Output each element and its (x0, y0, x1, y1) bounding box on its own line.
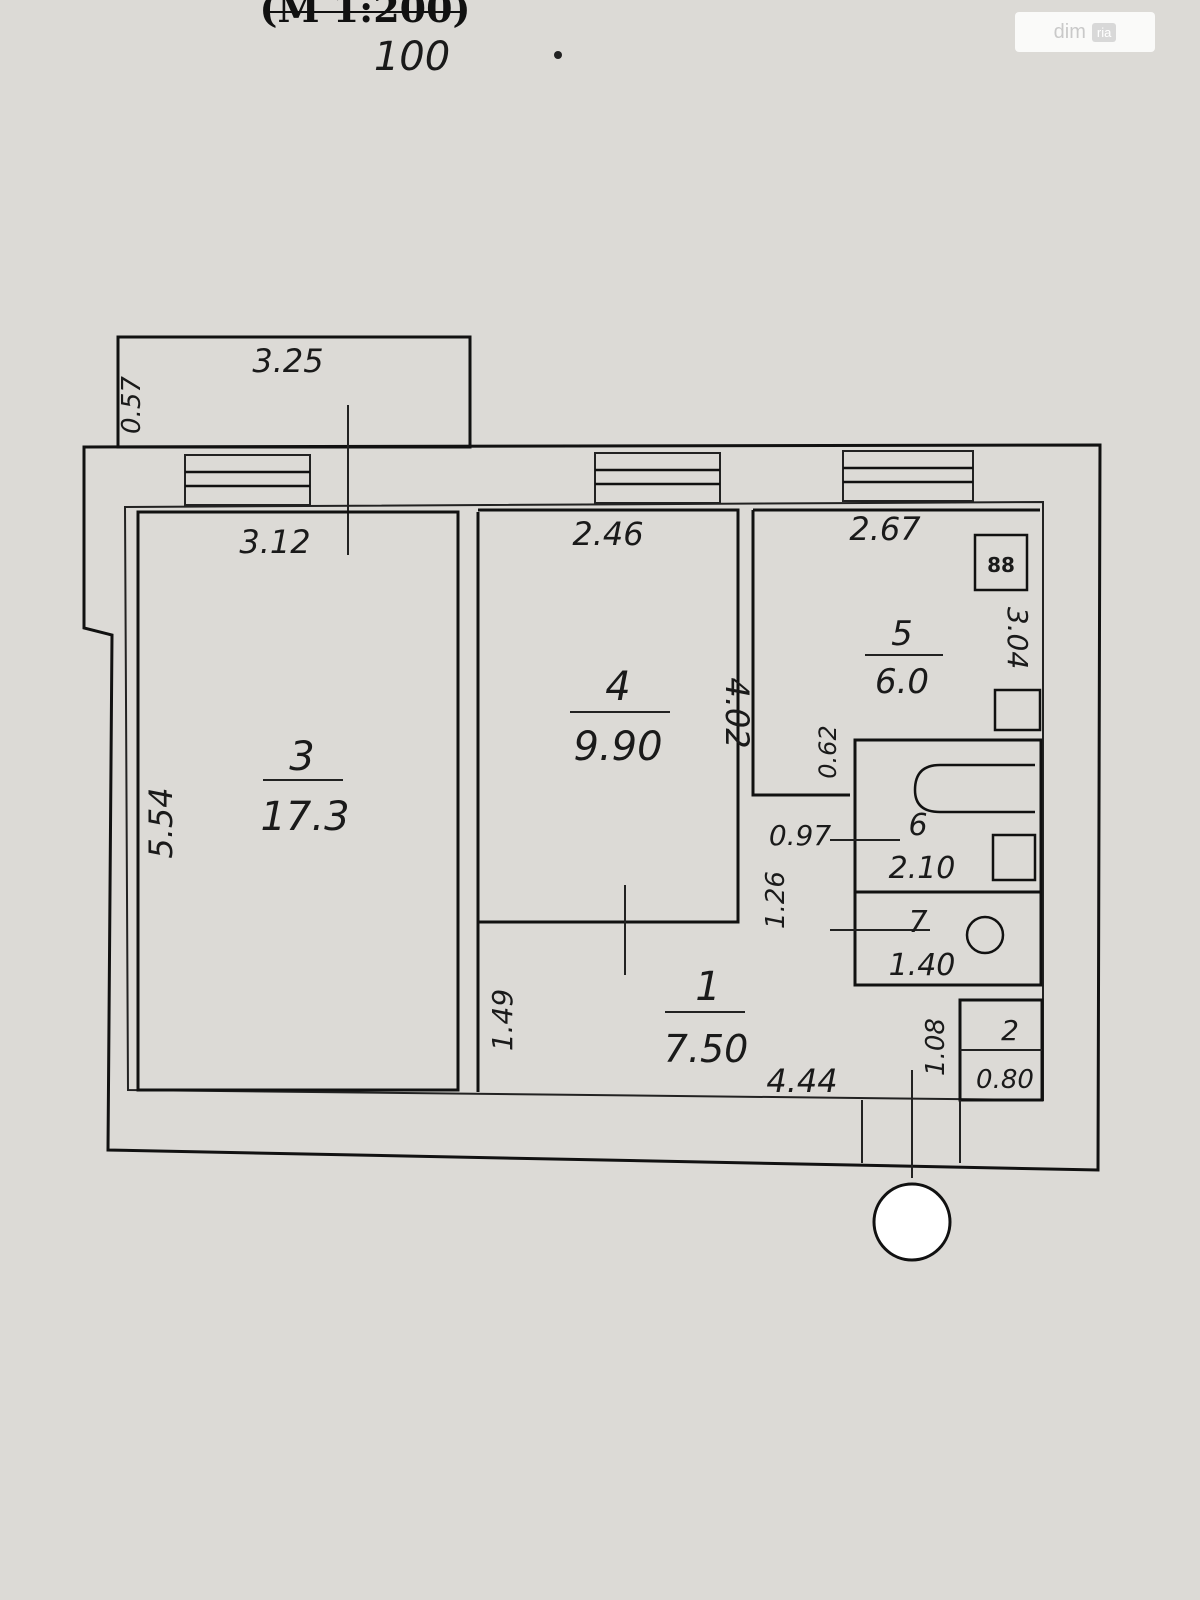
room-1-number: 1 (695, 964, 720, 1010)
entrance (861, 1070, 961, 1178)
room-4-number: 4 (605, 664, 630, 710)
stove-icon (973, 533, 1029, 592)
ink-dot (554, 51, 562, 59)
dim-passage-b: 0.97 (769, 819, 832, 852)
windows (184, 405, 974, 555)
watermark-brand: dim (1053, 20, 1086, 43)
scale-note: 100 (374, 34, 450, 80)
dim-room3-width: 3.12 (239, 523, 310, 561)
location-marker (872, 1182, 952, 1262)
dim-passage-c: 1.26 (761, 871, 791, 929)
room-2-number: 2 (1001, 1014, 1019, 1047)
watermark-suffix: ria (1091, 22, 1117, 42)
dim-closet-width: 1.08 (921, 1018, 951, 1076)
dim-room4-length: 4.02 (718, 677, 756, 748)
dim-balcony-depth: 0.57 (117, 376, 147, 434)
dim-room3-length: 5.54 (142, 787, 180, 858)
dim-hall-width: 1.49 (486, 989, 519, 1051)
room-7-area: 1.40 (889, 948, 956, 983)
room-6-area: 2.10 (889, 851, 956, 886)
dim-room5-width: 2.67 (849, 510, 921, 548)
dim-passage-a: 0.62 (814, 725, 842, 778)
room-3-area: 17.3 (260, 794, 349, 840)
dim-room5-length: 3.04 (1001, 607, 1034, 669)
toilet-icon (965, 915, 1005, 955)
dimension-labels: 3.25 0.57 3.12 5.54 2.46 4.02 2.67 3.04 … (117, 342, 1034, 1100)
room-6-7 (830, 688, 1043, 987)
dim-hall-length: 4.44 (766, 1062, 837, 1100)
sink-icon (991, 833, 1037, 882)
room-labels: 3 17.3 4 9.90 5 6.0 6 2.10 7 1.40 1 7.50… (260, 614, 1033, 1095)
room-4 (476, 508, 740, 1092)
room-5-number: 5 (891, 614, 913, 654)
room-5-area: 6.0 (875, 662, 929, 702)
room-5 (751, 508, 1040, 797)
room-7-number: 7 (908, 905, 927, 940)
room-1-area: 7.50 (664, 1027, 749, 1071)
room-3-number: 3 (289, 734, 314, 780)
dim-room4-width: 2.46 (572, 515, 643, 553)
bathtub-icon (913, 763, 1035, 814)
kitchen-sink-icon (993, 688, 1042, 732)
dim-balcony-length: 3.25 (252, 342, 323, 380)
dimria-watermark: dim ria (1015, 12, 1155, 52)
room-6-number: 6 (908, 808, 927, 843)
room-2-area: 0.80 (976, 1065, 1034, 1095)
room-4-area: 9.90 (573, 724, 662, 770)
scale-label: (М 1:200) (259, 0, 470, 31)
room-3 (136, 510, 460, 1092)
room-2 (958, 998, 1044, 1102)
stove-label: 88 (987, 553, 1015, 577)
